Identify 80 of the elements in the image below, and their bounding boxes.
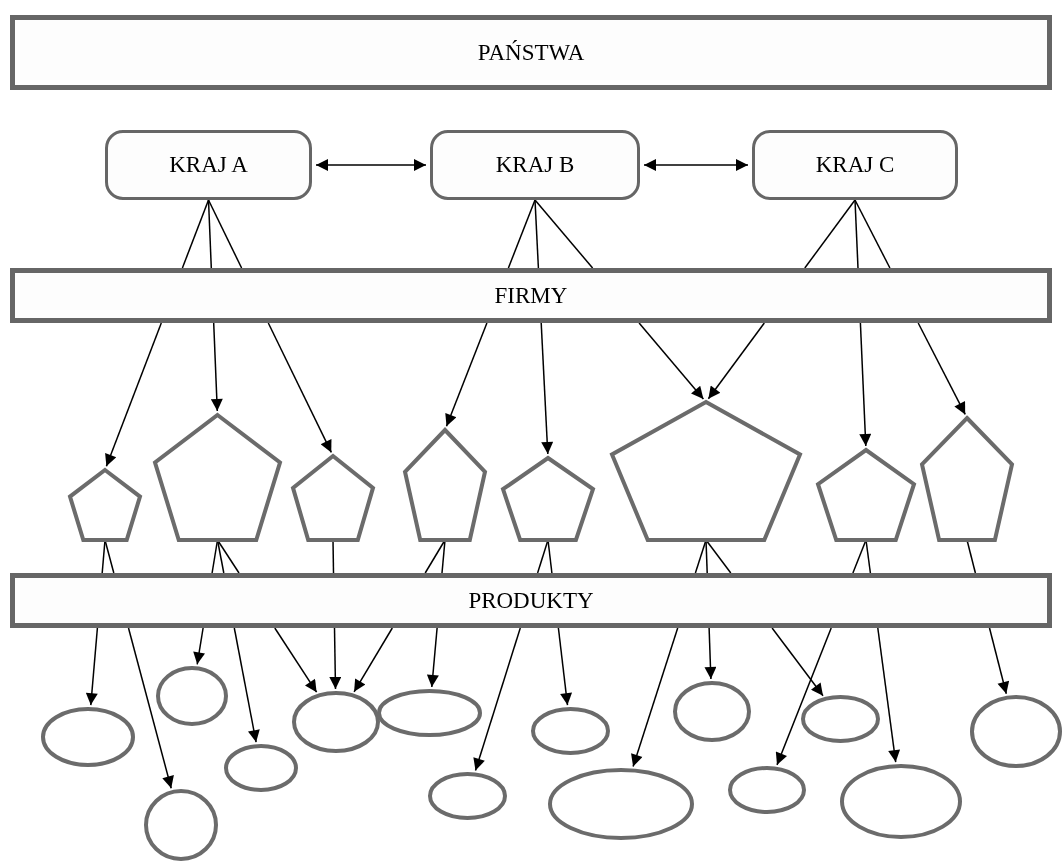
arrow bbox=[704, 627, 717, 680]
ellipse-shape bbox=[801, 695, 880, 743]
connector-line bbox=[547, 539, 553, 574]
arrow bbox=[557, 627, 573, 706]
arrow bbox=[988, 627, 1010, 695]
connector-line bbox=[534, 199, 594, 269]
ellipse-shape bbox=[224, 744, 298, 792]
connector-line bbox=[101, 539, 106, 574]
arrow bbox=[877, 627, 901, 763]
arrow bbox=[127, 627, 174, 789]
connector-line bbox=[216, 539, 225, 574]
arrow bbox=[329, 627, 342, 690]
arrow bbox=[105, 322, 163, 468]
arrow bbox=[771, 627, 824, 697]
rounded-box: KRAJ B bbox=[430, 130, 640, 200]
arrow bbox=[775, 627, 832, 766]
ellipse-shape bbox=[377, 689, 482, 737]
arrow bbox=[193, 627, 206, 666]
arrow bbox=[473, 627, 522, 772]
pentagon-shape bbox=[152, 412, 283, 542]
arrow bbox=[210, 322, 223, 412]
pentagon-shape bbox=[919, 415, 1015, 542]
connector-line bbox=[507, 199, 536, 269]
rounded-box: KRAJ A bbox=[105, 130, 312, 200]
connector-line bbox=[181, 199, 210, 269]
arrow bbox=[85, 627, 99, 706]
layer-band: PRODUKTY bbox=[10, 573, 1052, 628]
connector-line bbox=[694, 539, 707, 574]
pentagon-shape bbox=[402, 427, 488, 542]
connector-line bbox=[854, 199, 891, 269]
double-arrow bbox=[643, 159, 749, 171]
connector-line bbox=[854, 199, 859, 269]
pentagon-shape bbox=[67, 467, 143, 542]
arrow bbox=[353, 627, 394, 693]
connector-line bbox=[424, 539, 446, 574]
pentagon-shape bbox=[609, 399, 803, 542]
arrow bbox=[267, 322, 333, 454]
pentagon-shape bbox=[815, 447, 917, 542]
ellipse-shape bbox=[548, 768, 694, 840]
ellipse-shape bbox=[156, 666, 228, 726]
connector-line bbox=[332, 539, 335, 574]
arrow bbox=[859, 322, 872, 447]
connector-line bbox=[804, 199, 856, 269]
pentagon-shape bbox=[290, 453, 376, 542]
connector-line bbox=[966, 539, 977, 574]
arrow bbox=[274, 627, 318, 693]
ellipse-shape bbox=[41, 707, 135, 767]
double-arrow bbox=[315, 159, 427, 171]
ellipse-shape bbox=[144, 789, 218, 861]
connector-line bbox=[211, 539, 219, 574]
arrow bbox=[631, 627, 679, 768]
arrow bbox=[707, 322, 766, 400]
arrow bbox=[638, 322, 705, 400]
ellipse-shape bbox=[728, 766, 806, 814]
connector-line bbox=[216, 539, 240, 574]
connector-line bbox=[207, 199, 243, 269]
rounded-box: KRAJ C bbox=[752, 130, 958, 200]
arrow bbox=[445, 322, 488, 428]
arrow bbox=[917, 322, 966, 416]
layer-band: PAŃSTWA bbox=[10, 15, 1052, 90]
ellipse-shape bbox=[840, 764, 962, 839]
connector-line bbox=[534, 199, 540, 269]
connector-line bbox=[865, 539, 872, 574]
connector-line bbox=[536, 539, 549, 574]
arrow bbox=[233, 627, 260, 743]
connector-line bbox=[441, 539, 446, 574]
arrow bbox=[426, 627, 439, 688]
pentagon-shape bbox=[500, 455, 596, 542]
ellipse-shape bbox=[428, 772, 507, 820]
layer-band: FIRMY bbox=[10, 268, 1052, 323]
connector-line bbox=[207, 199, 213, 269]
connector-line bbox=[705, 539, 708, 574]
ellipse-shape bbox=[531, 707, 610, 755]
ellipse-shape bbox=[673, 681, 751, 742]
ellipse-shape bbox=[970, 695, 1062, 768]
connector-line bbox=[852, 539, 867, 574]
connector-line bbox=[104, 539, 115, 574]
connector-line bbox=[705, 539, 732, 574]
arrow bbox=[540, 322, 554, 455]
ellipse-shape bbox=[292, 691, 380, 753]
